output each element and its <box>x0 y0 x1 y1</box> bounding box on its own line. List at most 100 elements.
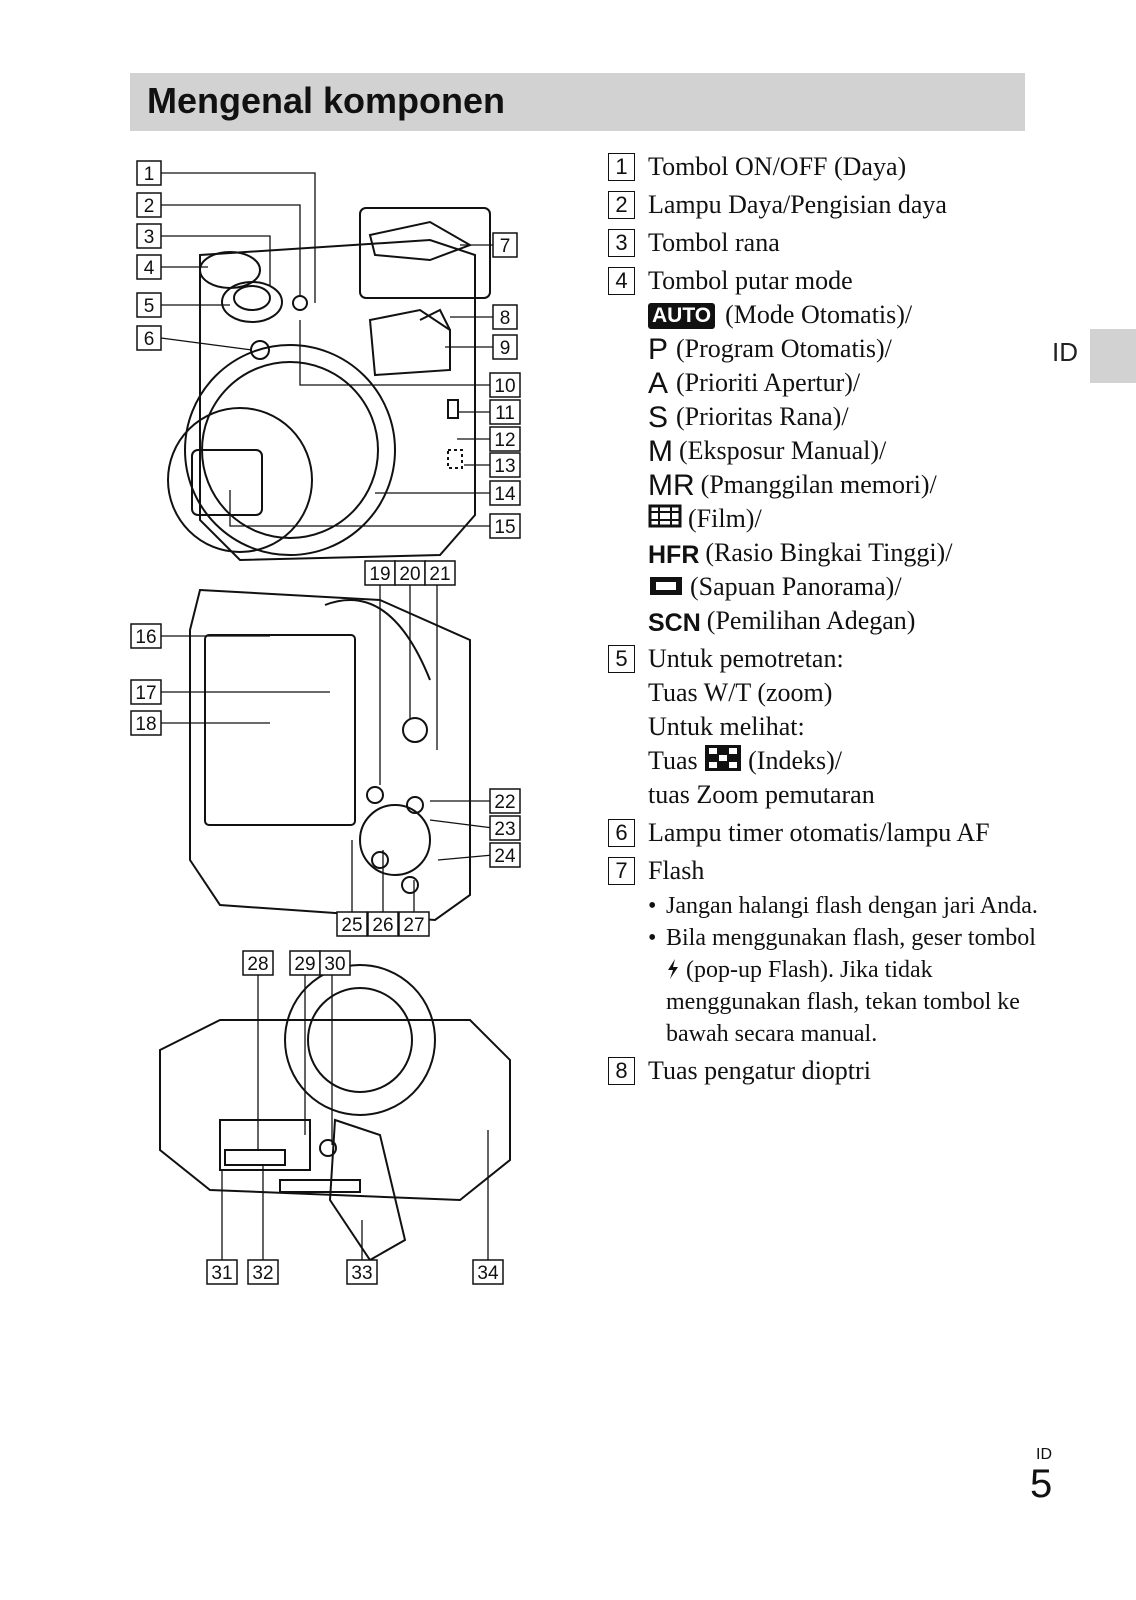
page-number: 5 <box>1030 1462 1053 1506</box>
item-number: 1 <box>608 153 635 181</box>
svg-text:11: 11 <box>495 403 515 424</box>
callout-19: 19 <box>364 560 396 586</box>
svg-text:10: 10 <box>494 376 515 397</box>
svg-text:18: 18 <box>135 714 156 735</box>
item-number: 3 <box>608 229 635 257</box>
nfc-mark <box>447 449 463 469</box>
component-item-6: 6 Lampu timer otomatis/lampu AF <box>608 816 1038 850</box>
item-number: 8 <box>608 1057 635 1085</box>
item-number: 6 <box>608 819 635 847</box>
mode-label: (Prioriti Apertur)/ <box>676 368 861 397</box>
svg-text:5: 5 <box>144 296 155 317</box>
svg-text:14: 14 <box>494 484 516 505</box>
svg-text:22: 22 <box>494 792 515 813</box>
mode-shutter: S(Prioritas Rana)/ <box>648 400 1038 434</box>
svg-text:8: 8 <box>500 308 511 329</box>
item-number: 5 <box>608 645 635 673</box>
m-mode-icon: M <box>648 435 673 468</box>
callout-6: 6 <box>136 325 162 351</box>
movie-button <box>402 717 428 743</box>
flash-note-prefix: Bila menggunakan flash, geser tombol <box>666 925 1036 951</box>
mode-label: (Pmanggilan memori)/ <box>700 470 937 499</box>
callout-12: 12 <box>489 426 521 452</box>
item-text: Tombol rana <box>648 228 780 257</box>
callout-28: 28 <box>242 950 274 976</box>
section-title-bar: Mengenal komponen <box>130 73 1025 131</box>
callout-14: 14 <box>489 480 521 506</box>
control-wheel <box>359 804 431 876</box>
battery-cover <box>328 1118 407 1262</box>
bottom-lens-ring <box>284 964 436 1116</box>
svg-text:34: 34 <box>477 1263 499 1284</box>
item5-line: Untuk melihat: <box>648 712 805 741</box>
mode-memory-recall: MR(Pmanggilan memori)/ <box>648 468 1038 502</box>
item5-line: tuas Zoom pemutaran <box>648 780 875 809</box>
svg-text:16: 16 <box>135 627 156 648</box>
s-mode-icon: S <box>648 401 669 434</box>
component-item-3: 3 Tombol rana <box>608 226 1038 260</box>
callout-10: 10 <box>489 372 521 398</box>
callout-11: 11 <box>489 399 521 425</box>
battery-slot <box>224 1149 286 1166</box>
hfr-mode-icon: HFR <box>648 541 700 569</box>
footer-language: ID <box>1036 1446 1052 1463</box>
mode-label: (Film)/ <box>688 504 762 533</box>
callout-33: 33 <box>346 1259 378 1285</box>
callout-23: 23 <box>489 815 521 841</box>
component-item-7: 7 Flash Jangan halangi flash dengan jari… <box>608 854 1038 1050</box>
svg-text:23: 23 <box>494 819 515 840</box>
mr-mode-icon: MR <box>648 469 695 502</box>
menu-button <box>406 796 424 814</box>
svg-text:4: 4 <box>144 258 155 279</box>
power-lamp <box>292 295 308 311</box>
item-text: Flash <box>648 856 705 885</box>
callout-8: 8 <box>492 304 518 330</box>
flash-note: Jangan halangi flash dengan jari Anda. <box>648 890 1038 922</box>
mode-panorama: (Sapuan Panorama)/ <box>648 570 1038 604</box>
callout-13: 13 <box>489 452 521 478</box>
svg-text:20: 20 <box>399 564 420 585</box>
camera-diagram: 1 2 3 4 5 6 7 8 9 10 11 12 13 14 15 16 1… <box>130 160 550 1320</box>
svg-text:3: 3 <box>144 227 155 248</box>
item5-line-suffix: (Indeks)/ <box>748 746 842 775</box>
callout-4: 4 <box>136 254 162 280</box>
item5-line-prefix: Tuas <box>648 746 698 775</box>
svg-text:27: 27 <box>403 915 424 936</box>
component-item-8: 8 Tuas pengatur dioptri <box>608 1054 1038 1088</box>
item-number: 4 <box>608 267 635 295</box>
delete-button <box>401 876 419 894</box>
callout-2: 2 <box>136 192 162 218</box>
callout-20: 20 <box>394 560 426 586</box>
component-item-4: 4 Tombol putar mode AUTO(Mode Otomatis)/… <box>608 264 1038 638</box>
mode-label: (Prioritas Rana)/ <box>676 402 849 431</box>
svg-text:1: 1 <box>144 164 155 185</box>
svg-text:15: 15 <box>494 517 515 538</box>
svg-text:31: 31 <box>211 1263 232 1284</box>
memory-card-slot <box>279 1179 361 1193</box>
flash-popup <box>368 308 451 377</box>
svg-text:9: 9 <box>500 338 511 359</box>
lens-glass <box>191 449 263 516</box>
panorama-icon <box>650 577 682 595</box>
svg-text:32: 32 <box>252 1263 273 1284</box>
index-icon <box>705 745 742 771</box>
callout-1: 1 <box>136 160 162 186</box>
callout-26: 26 <box>367 911 399 937</box>
strap-hook <box>447 399 459 419</box>
callout-18: 18 <box>130 710 162 736</box>
mode-auto: AUTO(Mode Otomatis)/ <box>648 298 1038 332</box>
p-mode-icon: P <box>648 333 669 366</box>
flash-closeup <box>368 220 473 262</box>
flash-icon <box>668 959 678 979</box>
item5-line: Tuas W/T (zoom) <box>648 678 833 707</box>
callout-16: 16 <box>130 623 162 649</box>
film-icon <box>648 504 682 528</box>
item-text: Lampu timer otomatis/lampu AF <box>648 818 990 847</box>
page-title: Mengenal komponen <box>147 80 506 121</box>
playback-button <box>371 851 389 869</box>
viewfinder <box>419 308 451 331</box>
mode-label: (Mode Otomatis)/ <box>725 300 913 329</box>
flash-note-suffix: (pop-up Flash). Jika tidak menggunakan f… <box>666 957 1020 1047</box>
callout-31: 31 <box>206 1259 238 1285</box>
callout-34: 34 <box>472 1259 504 1285</box>
